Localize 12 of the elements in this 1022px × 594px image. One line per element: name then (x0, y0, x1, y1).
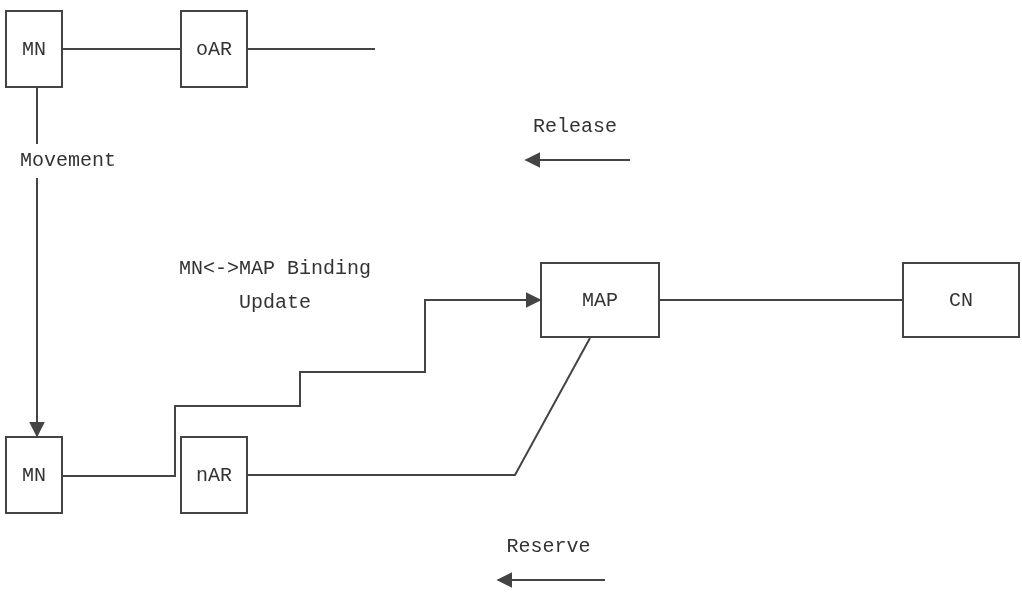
node-box: MN (5, 436, 63, 514)
connector-line (659, 299, 903, 301)
connector-line (247, 48, 376, 50)
connector-line (62, 48, 181, 50)
arrow (62, 292, 542, 477)
arrow (29, 87, 45, 438)
node-box: CN (902, 262, 1020, 338)
node-box: MAP (540, 262, 660, 338)
node-box: oAR (180, 10, 248, 88)
node-box: nAR (180, 436, 248, 514)
node-box: MN (5, 10, 63, 88)
connector-line (247, 337, 591, 476)
